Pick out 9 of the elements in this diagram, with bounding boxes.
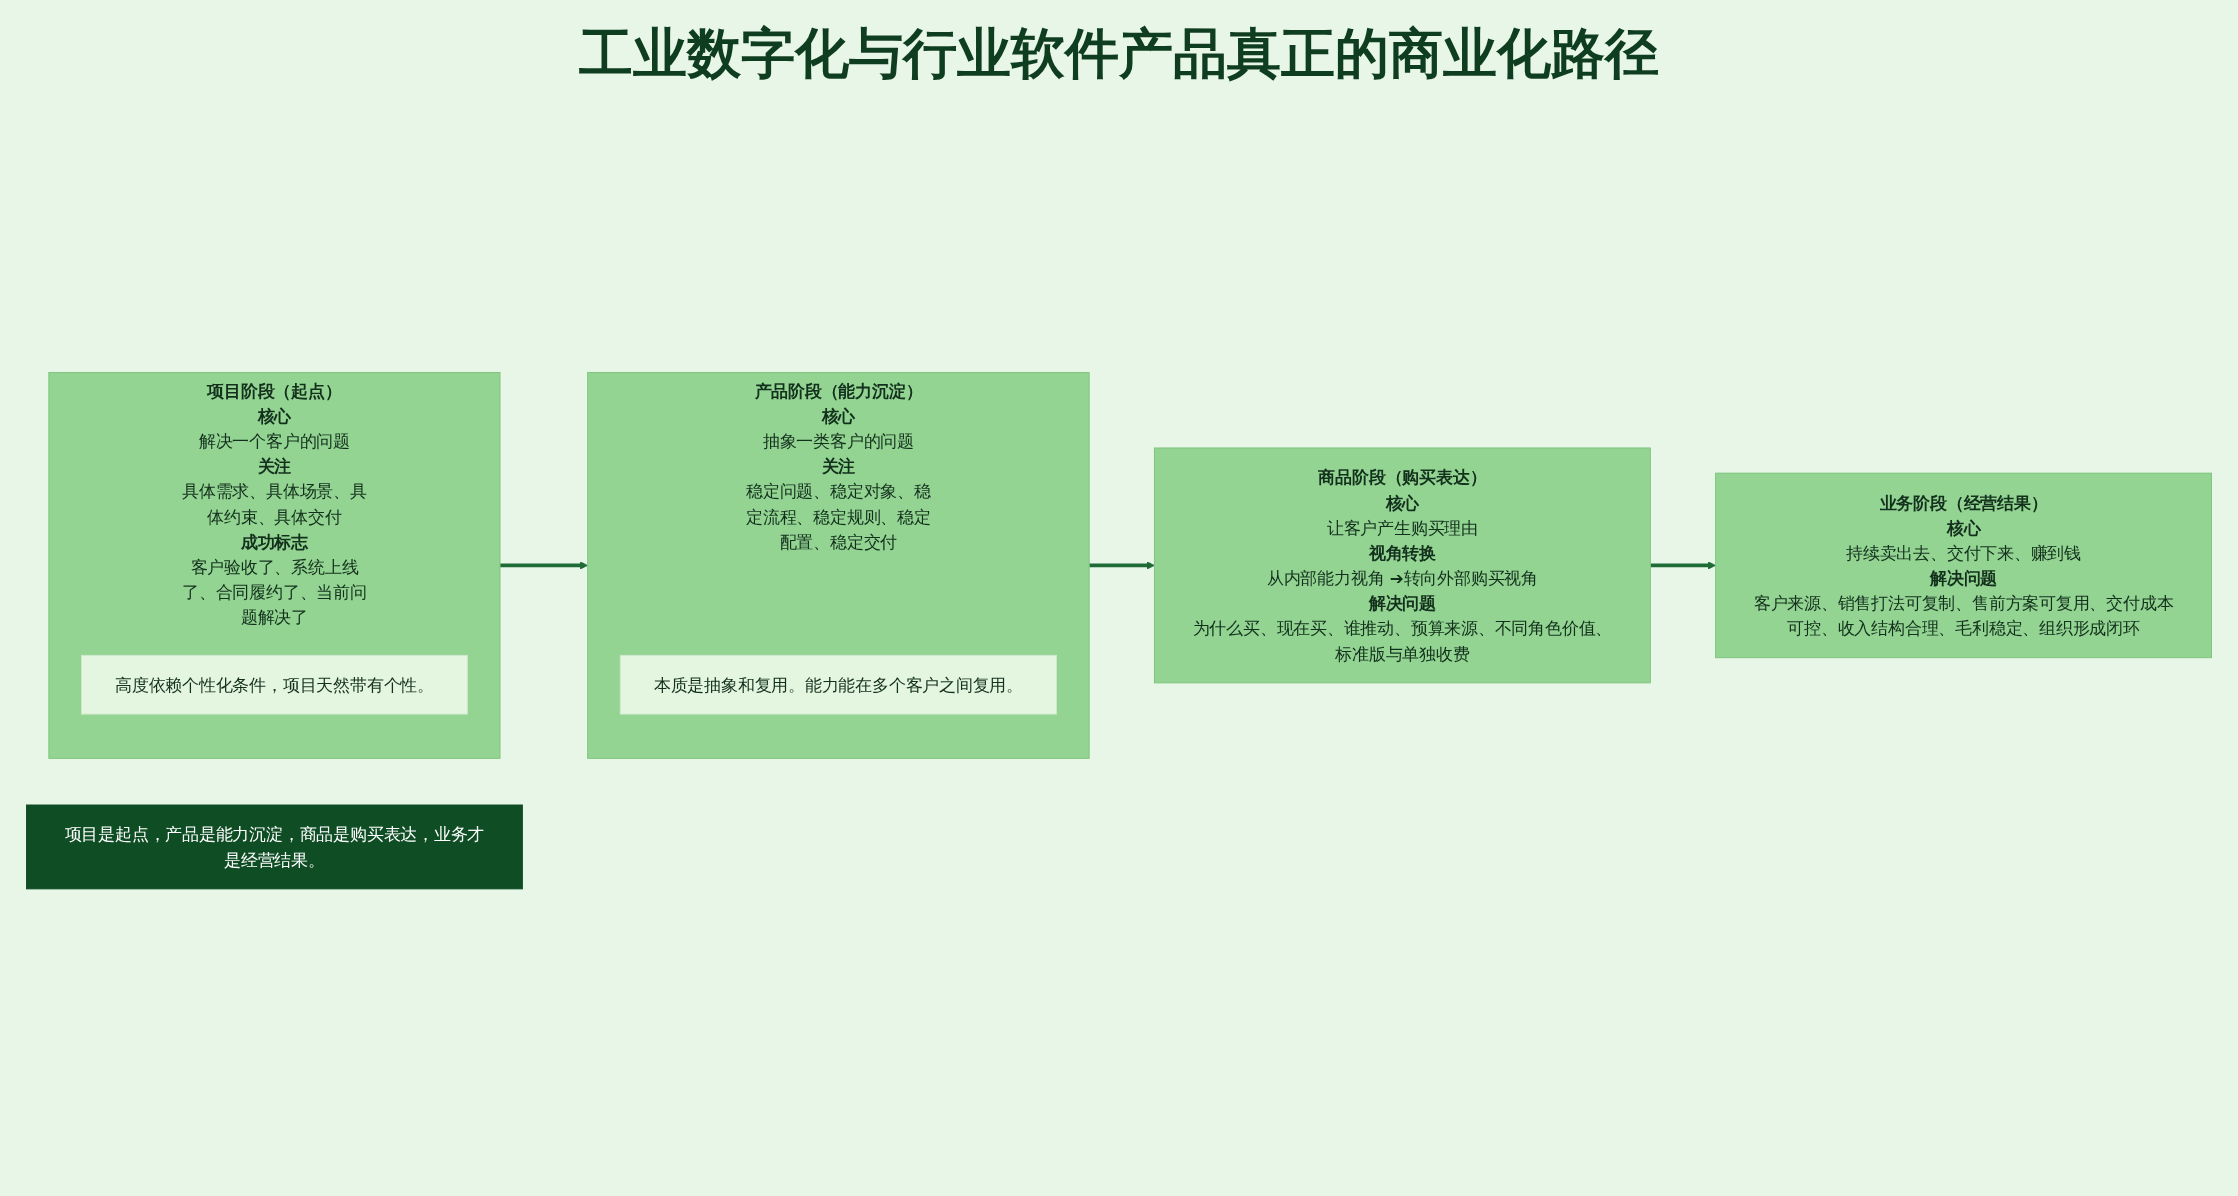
node-box: 商品阶段（购买表达） 核心 让客户产生购买理由 视角转换 从内部能力视角 ➔转向外部购买视角 解决问题 为什么买、现在买、谁推动、预算来源、不同角色价值、标准版与单独收费 xyxy=(1153,447,1651,684)
arrow xyxy=(1089,561,1155,570)
diagram-title: 工业数字化与行业软件产品真正的商业化路径 xyxy=(578,21,1660,87)
arrow xyxy=(500,561,589,570)
node-box: 高度依赖个性化条件，项目天然带有个性。 xyxy=(81,655,468,715)
arrow xyxy=(1650,561,1716,570)
node-box: 业务阶段（经营结果） 核心 持续卖出去、交付下来、赚到钱 解决问题 客户来源、销售打法可复制、售前方案可复用、交付成本可控、收入结构合理、毛利稳定、组织形成闭环 xyxy=(1715,473,2212,659)
node-box: 本质是抽象和复用。能力能在多个客户之间复用。 xyxy=(619,655,1057,715)
node-box: 项目是起点，产品是能力沉淀，商品是购买表达，业务才是经营结果。 xyxy=(26,804,523,890)
